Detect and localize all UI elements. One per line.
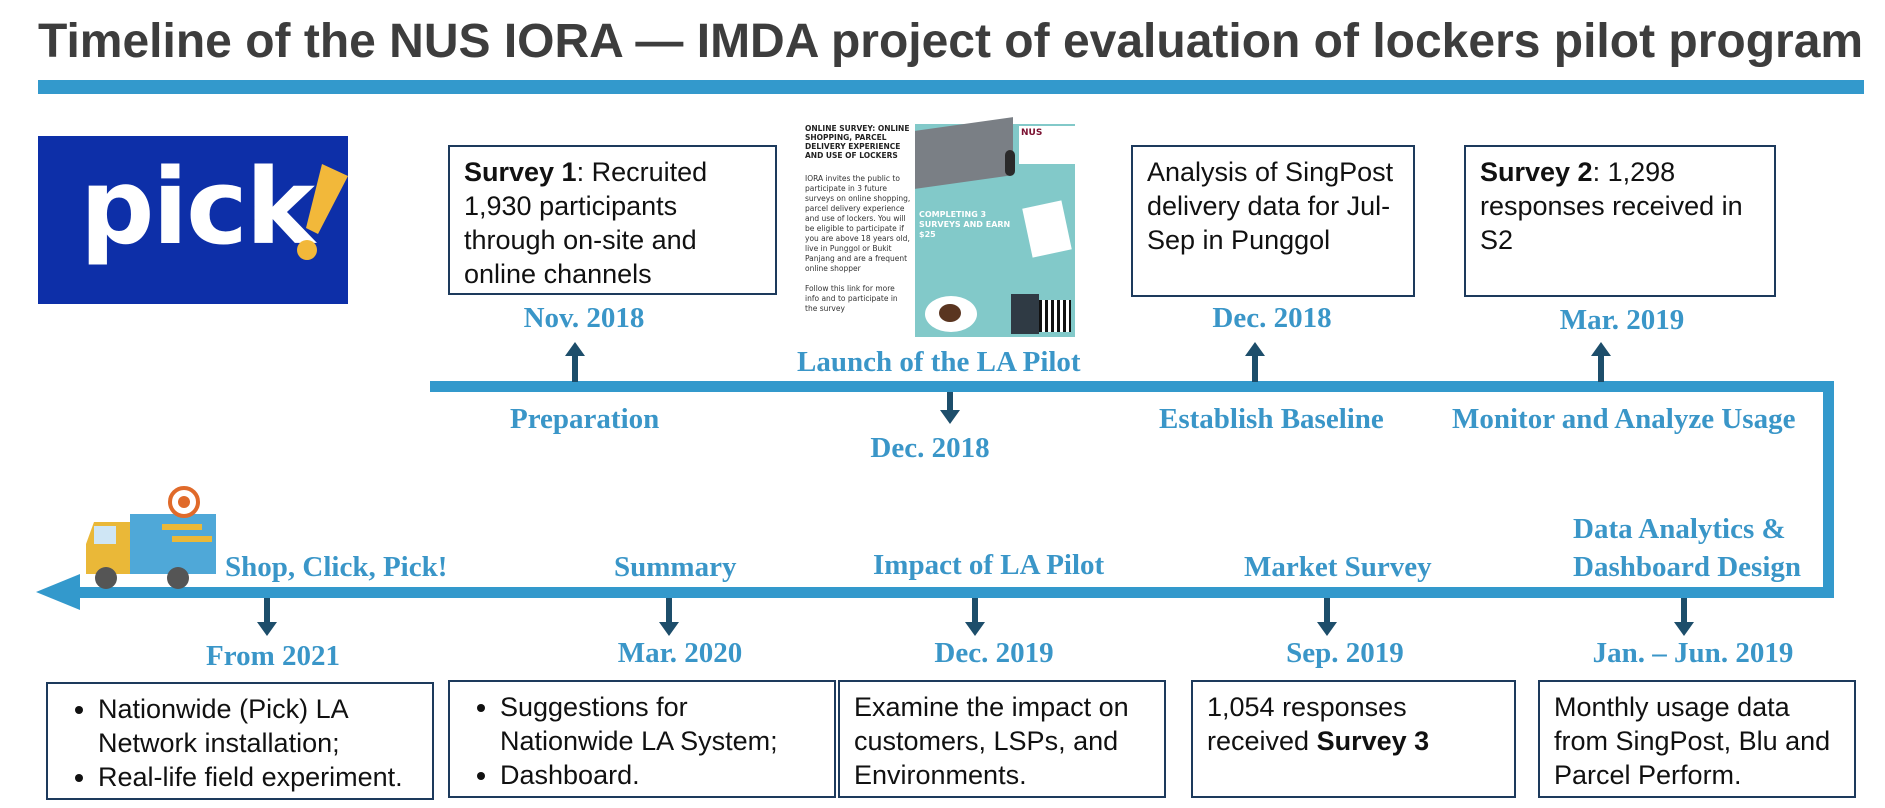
poster-banner: COMPLETING 3 SURVEYS AND EARN $25 [919,210,1011,239]
event-box-baseline: Analysis of SingPost delivery data for J… [1131,145,1415,297]
logo-exclamation-icon [297,164,348,260]
event-date: Sep. 2019 [1286,637,1404,669]
timeline-track-bottom [70,587,1834,598]
tick-arrow-up-icon [565,342,585,382]
page-title: Timeline of the NUS IORA — IMDA project … [38,15,1864,68]
event-box-monthly-data: Monthly usage data from SingPost, Blu an… [1538,680,1856,798]
tick-arrow-down-icon [659,598,679,636]
event-box-text: Analysis of SingPost delivery data for J… [1147,157,1394,255]
poster-body: IORA invites the public to participate i… [805,174,911,273]
event-box-text: : 1,298 responses received in S2 [1480,157,1743,255]
stage-label-line: Dashboard Design [1573,551,1802,583]
bullet-list: Suggestions for Nationwide LA System; Da… [464,690,820,792]
timeline-track-top [430,381,1834,392]
event-date: Mar. 2019 [1559,304,1685,336]
poster-graphic-panel: NUS COMPLETING 3 SURVEYS AND EARN $25 [915,117,1075,337]
event-box-survey-1: Survey 1: Recruited 1,930 participants t… [448,145,777,295]
event-date: Jan. – Jun. 2019 [1592,637,1794,669]
qr-code-icon [1039,300,1071,332]
event-box-bold: Survey 2 [1480,157,1593,187]
event-box-bold: Survey 1 [464,157,577,187]
event-date: Mar. 2020 [617,637,743,669]
event-box-bold: Survey 3 [1316,726,1430,756]
event-date: From 2021 [206,640,340,672]
event-box-impact: Examine the impact on customers, LSPs, a… [838,680,1166,798]
stage-label-launch: Launch of the LA Pilot [797,346,1081,378]
tick-arrow-down-icon [1317,598,1337,636]
tick-arrow-down-icon [965,598,985,636]
pick-logo: pick [38,136,348,304]
list-item: Real-life field experiment. [98,760,418,794]
laptop-icon [915,117,1013,189]
poster-text-panel: ONLINE SURVEY: ONLINE SHOPPING, PARCEL D… [805,124,911,337]
event-date: Dec. 2018 [1212,302,1332,334]
event-box-nationwide: Nationwide (Pick) LA Network installatio… [46,682,434,800]
timeline-arrowhead-icon [36,574,80,610]
poster-footer: Follow this link for more info and to pa… [805,284,898,313]
tick-arrow-up-icon [1591,342,1611,382]
bullet-list: Nationwide (Pick) LA Network installatio… [62,692,418,794]
list-item: Nationwide (Pick) LA Network installatio… [98,692,418,760]
event-box-survey-2: Survey 2: 1,298 responses received in S2 [1464,145,1776,297]
stage-label-line: Data Analytics & [1573,513,1786,545]
event-box-text: Monthly usage data from SingPost, Blu an… [1554,692,1831,790]
stage-label-shop-click-pick: Shop, Click, Pick! [225,551,448,583]
logo-wordmark: pick [80,146,315,268]
event-box-text: : Recruited 1,930 participants through o… [464,157,708,289]
survey-poster-image: ONLINE SURVEY: ONLINE SHOPPING, PARCEL D… [805,117,1075,337]
stage-label-monitor: Monitor and Analyze Usage [1452,403,1796,435]
event-box-summary: Suggestions for Nationwide LA System; Da… [448,680,836,798]
tick-arrow-down-icon [1674,598,1694,636]
event-box-text: 1,054 responses received [1207,692,1407,756]
poster-heading: ONLINE SURVEY: ONLINE SHOPPING, PARCEL D… [805,124,910,160]
list-item: Suggestions for Nationwide LA System; [500,690,820,758]
event-date: Nov. 2018 [523,302,645,334]
tick-arrow-down-icon [257,598,277,636]
event-date: Dec. 2018 [870,432,990,464]
sunglasses-icon [1005,150,1015,176]
phone-icon [1011,294,1039,334]
delivery-truck-icon [86,486,216,589]
paper-icon [1022,200,1072,258]
timeline-track-connector [1823,381,1834,597]
stage-label-summary: Summary [614,551,737,583]
stage-label-preparation: Preparation [510,403,660,435]
event-box-survey-3: 1,054 responses received Survey 3 [1191,680,1516,798]
nus-badge: NUS [1019,126,1075,164]
tick-arrow-down-icon [940,392,960,424]
event-box-text: Examine the impact on customers, LSPs, a… [854,692,1129,790]
stage-label-baseline: Establish Baseline [1159,403,1384,435]
list-item: Dashboard. [500,758,820,792]
coffee-cup-icon [925,296,977,332]
event-date: Dec. 2019 [934,637,1054,669]
stage-label-impact: Impact of LA Pilot [873,549,1105,581]
title-underline [38,80,1864,94]
tick-arrow-up-icon [1245,342,1265,382]
stage-label-market-survey: Market Survey [1244,551,1432,583]
stage-label-data-analytics: Data Analytics & Dashboard Design [1573,510,1801,586]
